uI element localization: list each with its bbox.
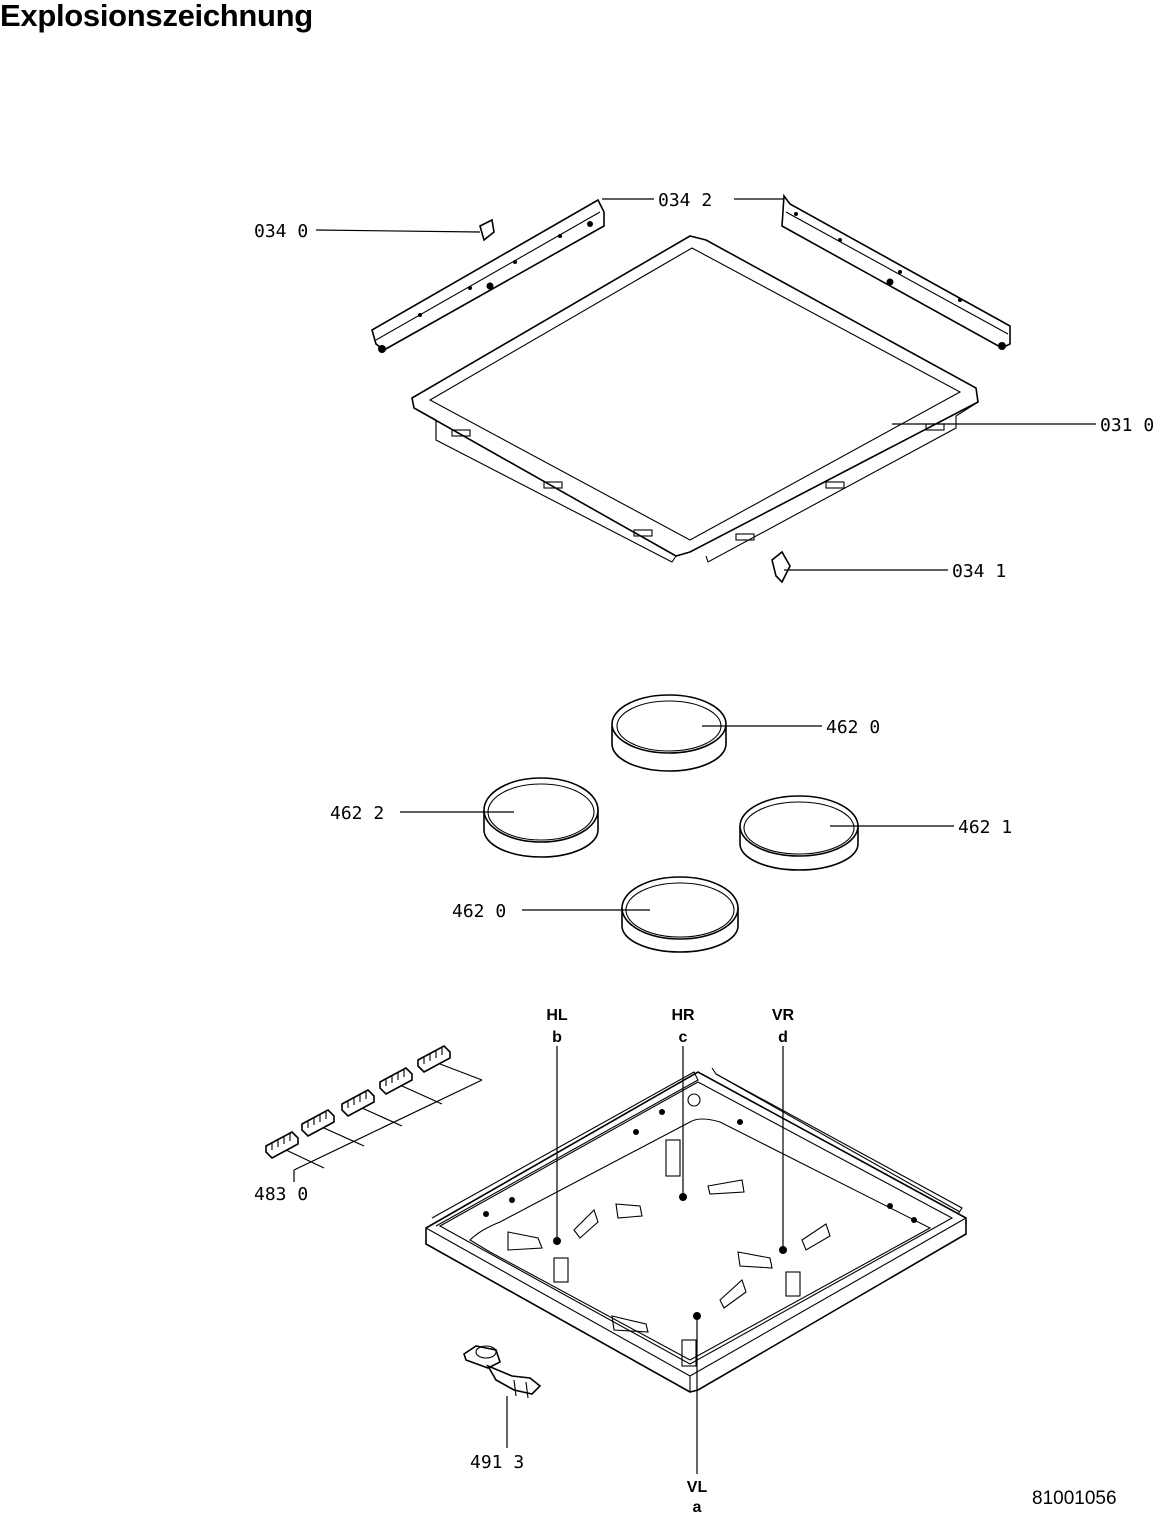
document-number: 81001056 — [1032, 1488, 1117, 1509]
position-letter-c: c — [679, 1029, 688, 1046]
callout-0310: 031 0 — [1100, 415, 1154, 436]
position-label-hr: HR — [671, 1007, 695, 1024]
position-letter-b: b — [552, 1029, 562, 1046]
position-letter-a: a — [693, 1499, 702, 1514]
callout-4830: 483 0 — [254, 1184, 308, 1205]
callout-0342: 034 2 — [658, 190, 712, 211]
heating-element-left — [483, 777, 599, 858]
base-tray — [425, 1067, 967, 1393]
page-title: Explosionszeichnung — [0, 0, 313, 33]
callout-4913: 491 3 — [470, 1452, 524, 1473]
heating-element-bottom — [621, 876, 739, 953]
mounting-rail-left — [371, 198, 605, 353]
position-label-vr: VR — [772, 1007, 795, 1024]
hob-frame — [411, 235, 979, 563]
callout-4620-top: 462 0 — [826, 717, 880, 738]
position-label-vl: VL — [687, 1479, 708, 1496]
position-letter-d: d — [778, 1029, 788, 1046]
heating-element-right — [739, 795, 859, 871]
temperature-sensor — [463, 1345, 542, 1399]
heating-element-top — [611, 694, 727, 772]
callout-0341: 034 1 — [952, 561, 1006, 582]
mounting-rail-right — [781, 193, 1011, 350]
callout-4622: 462 2 — [330, 803, 384, 824]
clip-part-0341 — [771, 550, 791, 584]
callout-4620-bottom: 462 0 — [452, 901, 506, 922]
callout-4621: 462 1 — [958, 817, 1012, 838]
connector-terminals — [265, 1045, 451, 1159]
clip-part-0340 — [479, 218, 495, 242]
callout-0340: 034 0 — [254, 221, 308, 242]
position-label-hl: HL — [546, 1007, 568, 1024]
